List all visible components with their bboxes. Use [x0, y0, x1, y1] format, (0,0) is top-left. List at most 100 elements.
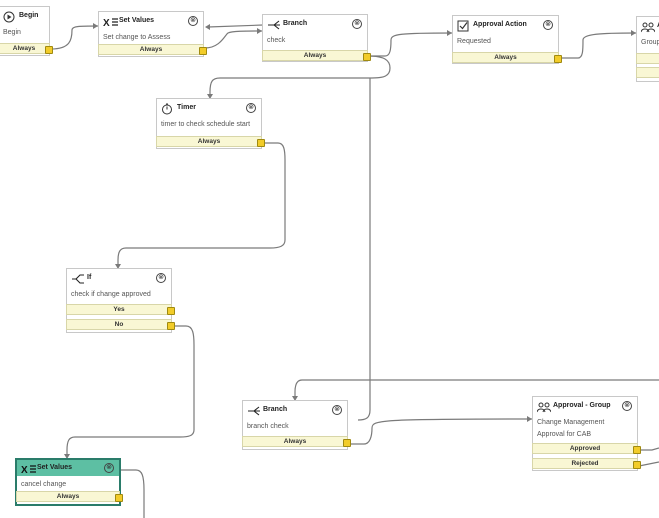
connector-long-vertical — [357, 78, 371, 421]
arrowhead — [64, 454, 70, 459]
node-title: Timer — [177, 104, 196, 111]
close-icon[interactable]: ⊗ — [188, 16, 198, 26]
connector-branch-loop-back — [207, 24, 264, 28]
port-label: Yes — [113, 306, 125, 313]
node-description: branch check — [247, 423, 289, 430]
node-set-values[interactable]: X Set Values ⊗ Set change to Assess Alwa… — [98, 11, 207, 57]
group-icon — [536, 401, 552, 413]
node-title: Approval Action — [473, 21, 527, 28]
port-label: Always — [494, 54, 517, 61]
connector-if-no-to-setvalues — [66, 325, 195, 458]
arrowhead — [205, 24, 210, 30]
connector-loop-top-to-branch2 — [294, 379, 659, 400]
arrowhead — [207, 94, 213, 99]
port-label: Always — [139, 46, 163, 53]
svg-text:X: X — [103, 18, 110, 28]
port-rejected[interactable]: Rejected — [532, 458, 641, 469]
node-description-line2: Approval for CAB — [537, 431, 592, 438]
connector-rejected-out — [638, 461, 659, 467]
group-icon — [640, 21, 656, 33]
port-label: Approved — [569, 445, 601, 452]
branch-icon — [247, 405, 261, 417]
arrowhead — [257, 28, 262, 34]
arrowhead — [447, 30, 452, 36]
connector-timer-to-if — [117, 142, 286, 268]
port-connector-handle[interactable] — [633, 461, 641, 469]
port-connector-handle[interactable] — [167, 307, 175, 315]
port-connector-handle[interactable] — [554, 55, 562, 63]
port-label: Always — [283, 438, 307, 445]
node-branch[interactable]: Branch ⊗ check Always — [262, 14, 371, 62]
node-timer[interactable]: Timer ⊗ timer to check schedule start Al… — [156, 98, 265, 149]
port-always[interactable]: Always — [16, 491, 123, 502]
connector-setvalues-to-branch — [204, 30, 263, 49]
connector-begin-to-setvalues — [50, 25, 99, 50]
set-values-icon: X — [21, 463, 36, 476]
port-connector-handle[interactable] — [363, 53, 371, 61]
play-icon — [3, 11, 17, 23]
svg-text:X: X — [21, 465, 28, 475]
arrowhead — [292, 396, 298, 401]
port-approved[interactable]: Approved — [532, 443, 641, 454]
node-description-line1: Change Management — [537, 419, 605, 426]
port-label: Rejected — [571, 460, 599, 467]
port-connector-handle[interactable] — [115, 494, 123, 502]
port-always[interactable]: Always — [452, 52, 562, 63]
port-always[interactable]: Always — [156, 136, 265, 147]
port-always[interactable]: Always — [98, 44, 207, 55]
set-values-icon: X — [103, 16, 118, 29]
node-approval-action[interactable]: Approval Action ⊗ Requested Always — [452, 15, 562, 64]
node-title: Approval - Group — [553, 402, 611, 409]
port-connector-handle[interactable] — [343, 439, 351, 447]
node-description: Begin — [3, 29, 21, 36]
close-icon[interactable]: ⊗ — [246, 103, 256, 113]
port-connector-handle[interactable] — [633, 446, 641, 454]
port[interactable] — [636, 67, 659, 78]
port-always[interactable]: Always — [262, 50, 371, 61]
checkbox-icon — [457, 20, 471, 32]
node-approval-group-partial[interactable]: A Group — [636, 16, 659, 82]
port-connector-handle[interactable] — [257, 139, 265, 147]
node-set-values-selected[interactable]: X Set Values ⊗ cancel change Always — [15, 458, 123, 506]
port-no[interactable]: No — [66, 319, 175, 330]
node-description: Requested — [457, 38, 491, 45]
node-title: Set Values — [37, 464, 73, 471]
port-always[interactable]: Always — [242, 436, 351, 447]
node-title: If — [87, 274, 92, 281]
connector-branch2-to-group — [350, 418, 533, 445]
node-description: Set change to Assess — [103, 34, 171, 41]
connector-approval-to-group — [560, 32, 637, 59]
node-if[interactable]: If ⊗ check if change approved Yes No — [66, 268, 175, 333]
node-description: check if change approved — [71, 291, 151, 298]
close-icon[interactable]: ⊗ — [156, 273, 166, 283]
port[interactable] — [636, 53, 659, 64]
port-connector-handle[interactable] — [45, 46, 53, 54]
close-icon[interactable]: ⊗ — [104, 463, 114, 473]
node-title: Branch — [263, 406, 288, 413]
arrowhead — [631, 30, 636, 36]
port-always[interactable]: Always — [0, 43, 53, 54]
branch-icon — [267, 19, 281, 31]
node-branch[interactable]: Branch ⊗ branch check Always — [242, 400, 351, 450]
node-description: timer to check schedule start — [161, 121, 251, 128]
arrowhead — [93, 23, 98, 29]
node-title: A — [657, 22, 659, 29]
connector-branch-to-timer — [209, 55, 391, 98]
port-connector-handle[interactable] — [167, 322, 175, 330]
port-connector-handle[interactable] — [199, 47, 207, 55]
port-yes[interactable]: Yes — [66, 304, 175, 315]
close-icon[interactable]: ⊗ — [543, 20, 553, 30]
node-begin[interactable]: Begin Begin Always — [0, 6, 53, 56]
connector-approved-out — [639, 447, 659, 451]
close-icon[interactable]: ⊗ — [622, 401, 632, 411]
timer-icon — [161, 103, 175, 115]
node-title: Set Values — [119, 17, 155, 24]
node-approval-group[interactable]: Approval - Group ⊗ Change Management App… — [532, 396, 641, 471]
node-description: cancel change — [21, 481, 67, 488]
close-icon[interactable]: ⊗ — [332, 405, 342, 415]
port-label: Always — [56, 493, 80, 500]
close-icon[interactable]: ⊗ — [352, 19, 362, 29]
port-label: Always — [12, 45, 36, 52]
port-label: Always — [303, 52, 327, 59]
